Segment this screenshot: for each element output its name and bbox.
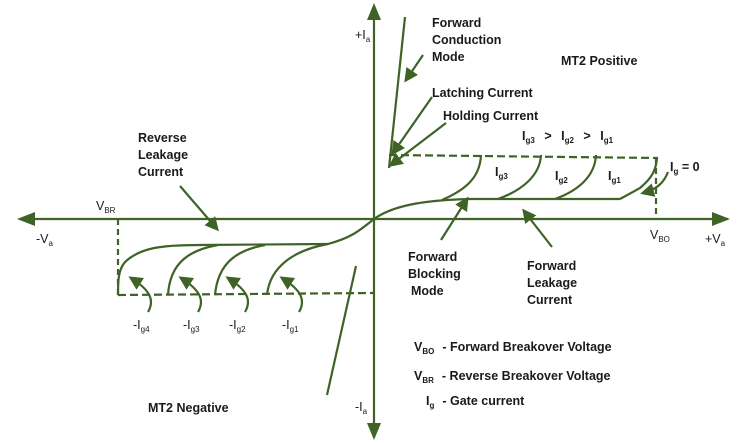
neg-ig4-arrow — [128, 276, 153, 313]
reverse-blocking-curve — [116, 218, 375, 296]
neg-ig2-curve — [213, 243, 266, 296]
legend-ig: Ig- Gate current — [426, 394, 525, 410]
reverse-holding-dashed-line — [117, 291, 375, 297]
neg-ig3-arrow — [178, 276, 203, 313]
ig0-curve — [619, 157, 659, 200]
vbr-marker: VBR — [96, 199, 116, 215]
x-neg-label: -Va — [36, 232, 54, 248]
forward-blocking-curve — [373, 197, 620, 220]
ig3-curve — [441, 154, 483, 202]
latching-arrow — [391, 96, 433, 156]
x-pos-label: +Va — [705, 232, 726, 248]
forward-blocking-label: Forward Blocking Mode — [408, 250, 464, 298]
reverse-conduction-line — [325, 265, 358, 396]
mt2-positive-label: MT2 Positive — [561, 54, 637, 68]
ig0-arrow — [640, 171, 670, 197]
ig2-label: Ig2 — [555, 169, 568, 185]
y-pos-label: +Ia — [355, 28, 371, 44]
neg-ig2-label: -Ig2 — [229, 318, 246, 334]
forward-conduction-label: Forward Conduction Mode — [432, 16, 505, 64]
y-axis-up-arrow — [367, 3, 381, 20]
gate-relation-label: Ig3 > Ig2 > Ig1 — [522, 129, 614, 146]
ig0-label: Ig = 0 — [670, 160, 700, 176]
neg-ig1-arrow — [279, 276, 304, 313]
ig3-label: Ig3 — [495, 165, 508, 181]
latching-current-label: Latching Current — [432, 86, 534, 100]
legend: VBO- Forward Breakover Voltage VBR- Reve… — [414, 340, 612, 410]
forward-blocking-arrow — [440, 196, 469, 241]
forward-leakage-arrow — [522, 208, 553, 248]
x-axis-left-arrow — [17, 212, 35, 226]
ig1-curve — [554, 154, 598, 201]
neg-ig4-label: -Ig4 — [133, 318, 150, 334]
forward-conduction-arrow — [404, 54, 424, 83]
neg-ig2-arrow — [225, 276, 250, 313]
mt2-negative-label: MT2 Negative — [148, 401, 229, 415]
legend-vbo: VBO- Forward Breakover Voltage — [414, 340, 612, 356]
reverse-leakage-label: Reverse Leakage Current — [138, 131, 192, 179]
y-axis-down-arrow — [367, 423, 381, 440]
vbo-marker: VBO — [650, 228, 670, 244]
neg-ig3-label: -Ig3 — [183, 318, 200, 334]
reverse-leakage-arrow — [179, 185, 219, 232]
x-axis-right-arrow — [712, 212, 730, 226]
forward-leakage-label: Forward Leakage Current — [527, 259, 581, 307]
neg-ig1-label: -Ig1 — [282, 318, 299, 334]
ig1-label: Ig1 — [608, 169, 621, 185]
neg-ig1-curve — [265, 242, 329, 296]
holding-arrow — [388, 122, 447, 167]
y-neg-label: -Ia — [355, 400, 368, 416]
holding-dashed-line — [388, 153, 659, 160]
holding-current-label: Holding Current — [443, 109, 539, 123]
legend-vbr: VBR- Reverse Breakover Voltage — [414, 369, 611, 385]
ig2-curve — [497, 154, 543, 201]
neg-ig3-curve — [166, 243, 219, 296]
